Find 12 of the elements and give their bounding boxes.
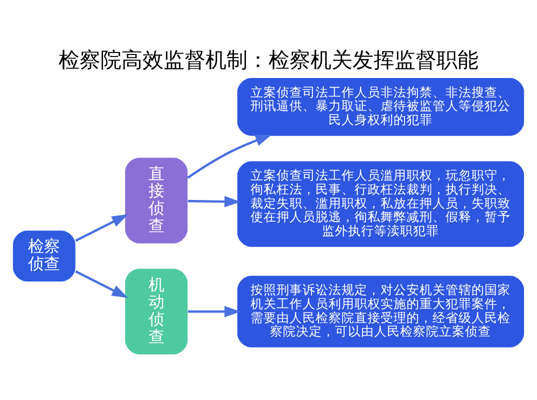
node-box: 按照刑事诉讼法规定，对公安机关管辖的国家机关工作人员利用职权实施的重大犯罪案件，需要由人民检察院直接受理的，经省级人民检察院决定，可以由人民检察院立案侦查 — [237, 276, 524, 348]
node-box: 检察侦查 — [12, 230, 76, 282]
arrow — [75, 214, 128, 242]
node-box: 直接侦查 — [125, 158, 188, 244]
arrow — [188, 306, 241, 318]
node-box: 立案侦查司法工作人员非法拘禁、非法搜查、刑讯逼供、暴力取证、虐待被监管人等侵犯公民人身权利的犯罪 — [237, 78, 524, 136]
node-box: 立案侦查司法工作人员滥用职权，玩忽职守，徇私枉法，民事、行政枉法裁判，执行判决、裁定失职、滥用职权，私放在押人员，失职致使在押人员脱逃，徇私舞弊减刑、假释，暂予监外执行等渎职犯罪 — [237, 161, 524, 247]
diagram-title: 检察院高效监督机制：检察机关发挥监督职能 — [58, 48, 478, 72]
arrow — [75, 270, 128, 298]
node-box: 机动侦查 — [125, 268, 188, 354]
arrow — [187, 134, 272, 179]
arrow — [188, 196, 241, 208]
